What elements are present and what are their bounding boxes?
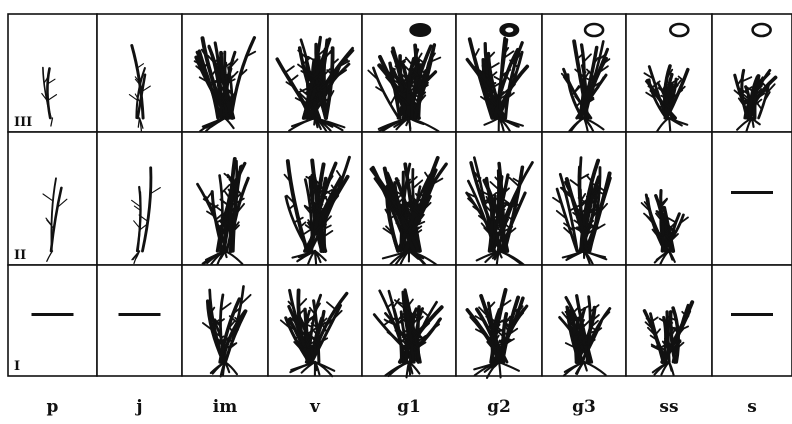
grid-cell [182, 14, 268, 132]
grid-cell [97, 265, 182, 376]
column-label: s [747, 397, 757, 417]
column-label: p [47, 397, 59, 417]
grid-cell [362, 14, 456, 132]
grid-cell [626, 132, 712, 266]
cell-border [712, 265, 792, 376]
grid-cell [626, 14, 712, 134]
grid-cell [362, 265, 456, 377]
grid-cell [182, 265, 268, 376]
grid-cell [97, 14, 182, 132]
column-label: im [213, 397, 237, 417]
stage-row-2: II [8, 132, 792, 267]
row-label: III [14, 115, 32, 130]
grid-cell [268, 265, 362, 376]
grid-cell [362, 132, 456, 267]
grid-cell [268, 14, 362, 132]
column-label: g3 [572, 397, 596, 417]
grid-cell [542, 14, 626, 134]
grid-cell [542, 265, 626, 376]
grid-cell [97, 132, 182, 265]
cell-border [97, 265, 182, 376]
grid-cell [268, 132, 362, 267]
grid-cell [182, 132, 268, 267]
grid-cell [456, 265, 542, 378]
column-label: ss [659, 397, 678, 417]
row-label: I [14, 359, 20, 374]
filled-ellipse-mark [410, 24, 430, 36]
grid-cell [712, 132, 792, 265]
grid-cell [712, 14, 792, 134]
row-label: II [14, 248, 26, 263]
grid-cell [8, 132, 97, 265]
column-label: g2 [487, 397, 511, 417]
cell-border [8, 265, 97, 376]
grid-cell [456, 14, 542, 134]
grid-cell [8, 265, 97, 376]
grid-cell [626, 265, 712, 376]
ring-hole [505, 28, 513, 33]
grid-cell [456, 132, 542, 267]
stage-row-3: III [8, 14, 792, 134]
column-label: v [309, 397, 321, 417]
column-label: j [134, 397, 142, 417]
grid-cell [712, 265, 792, 376]
cell-border [712, 132, 792, 265]
stage-row-1: I [8, 265, 792, 378]
grid-cell [542, 132, 626, 265]
column-label: g1 [397, 397, 421, 417]
